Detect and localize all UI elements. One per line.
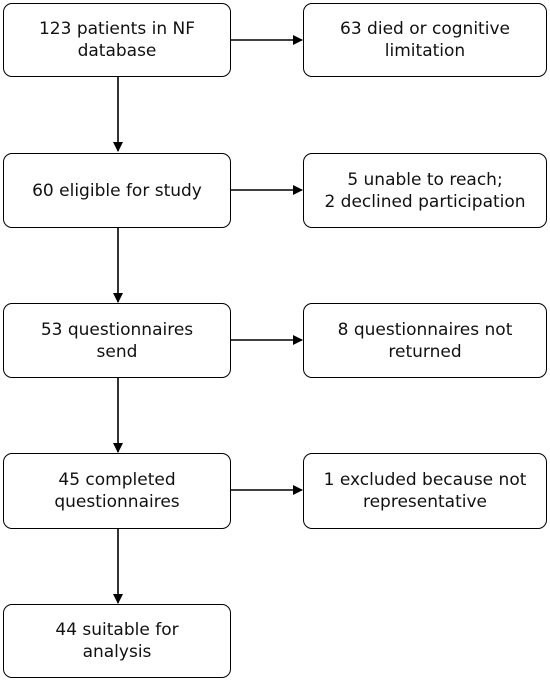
step-patients-in-database: 123 patients in NF database bbox=[3, 3, 231, 77]
exclusion-unable-or-declined: 5 unable to reach; 2 declined participat… bbox=[303, 153, 547, 228]
step-label: 123 patients in NF database bbox=[38, 19, 195, 61]
exclusion-label: 8 questionnaires not returned bbox=[337, 319, 513, 362]
step-label: 45 completed questionnaires bbox=[54, 470, 180, 512]
exclusion-label: 1 excluded because not representative bbox=[323, 470, 527, 512]
exclusion-label: 5 unable to reach; 2 declined participat… bbox=[324, 169, 526, 212]
exclusion-label: 63 died or cognitive limitation bbox=[340, 19, 510, 61]
step-label: 60 eligible for study bbox=[32, 180, 202, 201]
exclusion-died-or-cognitive: 63 died or cognitive limitation bbox=[303, 3, 547, 77]
step-label: 44 suitable for analysis bbox=[55, 620, 179, 662]
step-questionnaires-send: 53 questionnaires send bbox=[3, 303, 231, 378]
step-eligible-for-study: 60 eligible for study bbox=[3, 153, 231, 228]
step-label: 53 questionnaires send bbox=[40, 319, 194, 362]
step-suitable-for-analysis: 44 suitable for analysis bbox=[3, 604, 231, 678]
step-completed-questionnaires: 45 completed questionnaires bbox=[3, 453, 231, 529]
exclusion-not-returned: 8 questionnaires not returned bbox=[303, 303, 547, 378]
exclusion-not-representative: 1 excluded because not representative bbox=[303, 453, 547, 529]
